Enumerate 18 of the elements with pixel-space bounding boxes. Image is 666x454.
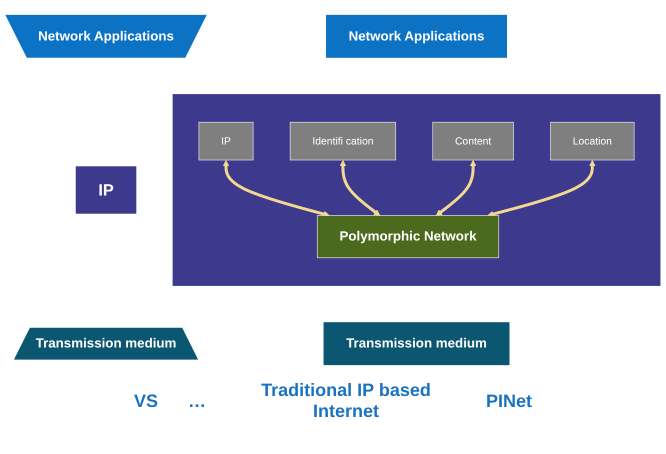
caption-text: PINet	[486, 390, 532, 412]
arrow	[222, 160, 330, 218]
node-box	[326, 14, 507, 58]
cluster	[172, 94, 660, 286]
arrow	[340, 160, 380, 216]
node-box	[432, 122, 514, 160]
node-box	[324, 322, 510, 366]
node-box	[550, 122, 635, 160]
arrow	[487, 160, 596, 218]
node-box	[316, 215, 500, 258]
diagram: IP Identifi cation Content Location Polymorphic Network Network Applications IP Transmission medium Network Applications Transmission medium	[0, 0, 666, 380]
arrow	[436, 160, 476, 216]
vs-label: VS	[134, 390, 158, 412]
caption-text: Traditional IP based Internet	[260, 380, 432, 422]
ellipsis: …	[188, 390, 206, 412]
node-box	[76, 166, 136, 214]
node-box	[198, 122, 254, 160]
node-box	[290, 122, 396, 160]
